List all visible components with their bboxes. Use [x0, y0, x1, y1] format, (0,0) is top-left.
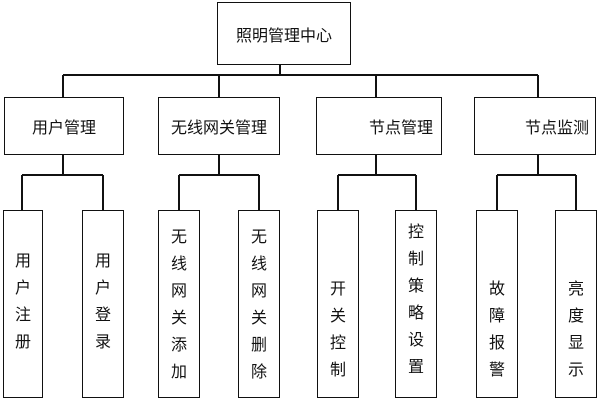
- leaf-char: 删: [250, 335, 267, 354]
- leaf-char: 策: [407, 276, 424, 295]
- leaf-char: 关: [250, 308, 267, 327]
- leaf-char: 用: [94, 251, 111, 270]
- leaf-node-gateway-delete: 无 线 网 关 删 除: [238, 210, 280, 398]
- leaf-char: 略: [407, 303, 424, 322]
- leaf-char: 亮: [567, 279, 584, 298]
- leaf-char: 无: [170, 227, 187, 246]
- leaf-node-label: 无 线 网 关 删 除: [239, 223, 279, 385]
- leaf-char: 关: [170, 308, 187, 327]
- leaf-node-label: 亮 度 显 示: [556, 275, 596, 383]
- leaf-char: 登: [94, 305, 111, 324]
- leaf-char: 网: [250, 281, 267, 300]
- leaf-char: 报: [488, 333, 505, 352]
- leaf-node-gateway-add: 无 线 网 关 添 加: [158, 210, 200, 398]
- category-node-gateway-management: 无线网关管理: [158, 97, 280, 155]
- category-node-node-monitoring: 节点监测: [474, 97, 596, 155]
- leaf-char: 障: [488, 306, 505, 325]
- leaf-node-label: 用 户 登 录: [83, 247, 123, 355]
- leaf-char: 除: [250, 362, 267, 381]
- leaf-char: 控: [407, 222, 424, 241]
- leaf-char: 录: [94, 332, 111, 351]
- leaf-node-fault-alarm: 故 障 报 警: [476, 210, 518, 398]
- category-node-label: 节点监测: [524, 118, 589, 137]
- leaf-node-brightness-display: 亮 度 显 示: [555, 210, 597, 398]
- leaf-char: 网: [170, 281, 187, 300]
- leaf-node-label: 用 户 注 册: [4, 247, 42, 355]
- leaf-char: 户: [94, 278, 111, 297]
- leaf-char: 度: [567, 306, 584, 325]
- category-node-label: 用户管理: [31, 118, 96, 137]
- leaf-char: 故: [488, 279, 505, 298]
- leaf-char: 册: [14, 332, 31, 351]
- root-node-label: 照明管理中心: [235, 25, 332, 45]
- leaf-char: 开: [329, 279, 346, 298]
- category-node-user-management: 用户管理: [4, 97, 124, 155]
- leaf-char: 无: [250, 227, 267, 246]
- leaf-node-label: 无 线 网 关 添 加: [159, 223, 199, 385]
- leaf-char: 关: [329, 306, 346, 325]
- leaf-char: 添: [170, 335, 187, 354]
- leaf-char: 加: [170, 362, 187, 381]
- leaf-char: 示: [567, 360, 584, 379]
- category-node-label: 节点管理: [368, 118, 433, 137]
- leaf-node-label: 开 关 控 制: [318, 275, 358, 383]
- leaf-char: 设: [407, 330, 424, 349]
- leaf-char: 户: [14, 278, 31, 297]
- leaf-node-user-login: 用 户 登 录: [82, 210, 124, 398]
- leaf-char: 置: [407, 357, 424, 376]
- category-node-label: 无线网关管理: [170, 118, 267, 137]
- leaf-char: 制: [329, 360, 346, 379]
- leaf-node-control-strategy-settings: 控 制 策 略 设 置: [395, 210, 437, 398]
- leaf-char: 显: [567, 333, 584, 352]
- leaf-char: 警: [488, 360, 505, 379]
- leaf-char: 线: [250, 254, 267, 273]
- leaf-char: 制: [407, 249, 424, 268]
- leaf-char: 用: [14, 251, 31, 270]
- leaf-node-label: 控 制 策 略 设 置: [396, 218, 436, 380]
- root-node: 照明管理中心: [217, 2, 351, 65]
- leaf-node-switch-control: 开 关 控 制: [317, 210, 359, 398]
- leaf-node-user-register: 用 户 注 册: [3, 210, 43, 398]
- leaf-char: 线: [170, 254, 187, 273]
- category-node-node-management: 节点管理: [316, 97, 442, 155]
- leaf-char: 控: [329, 333, 346, 352]
- leaf-char: 注: [14, 305, 31, 324]
- leaf-node-label: 故 障 报 警: [477, 275, 517, 383]
